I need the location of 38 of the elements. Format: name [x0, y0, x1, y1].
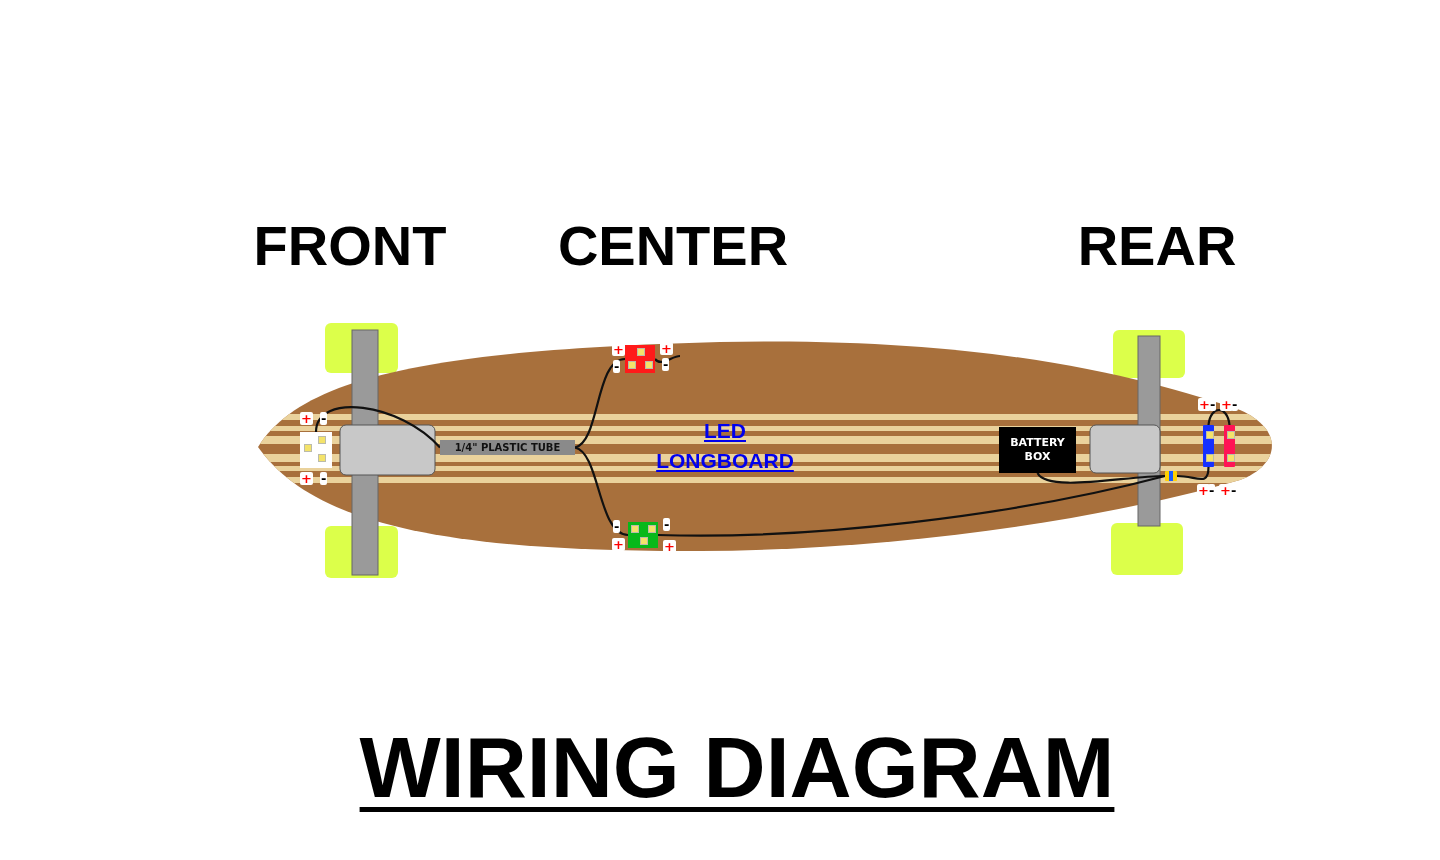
- section-heading: FRONT: [253, 213, 447, 279]
- tube-label: 1/4" PLASTIC TUBE: [440, 440, 575, 455]
- led-light: [628, 522, 658, 548]
- wire-connector: [1165, 471, 1177, 481]
- plus-sign: +: [1197, 484, 1210, 497]
- minus-sign: -: [662, 358, 670, 371]
- wire: [314, 406, 441, 449]
- wire: [654, 354, 681, 363]
- section-heading: CENTER: [557, 213, 789, 279]
- board-title: LED LONGBOARD: [655, 418, 795, 475]
- minus-sign: -: [613, 520, 621, 533]
- minus-sign: -: [613, 360, 621, 373]
- wire: [574, 357, 626, 449]
- plus-sign: +: [612, 343, 625, 356]
- wire: [658, 474, 1166, 537]
- wire: [574, 446, 629, 537]
- plus-sign: +: [663, 540, 676, 553]
- minus-sign: -: [1209, 398, 1217, 411]
- plus-sign: +: [1219, 484, 1232, 497]
- minus-sign: -: [663, 518, 671, 531]
- minus-sign: -: [320, 472, 328, 485]
- diagram-title: WIRING DIAGRAM: [359, 718, 1115, 817]
- plus-sign: +: [660, 342, 673, 355]
- plus-sign: +: [612, 538, 625, 551]
- plus-sign: +: [300, 412, 313, 425]
- wire: [1176, 466, 1210, 481]
- plus-sign: +: [1220, 398, 1233, 411]
- led-strip: [1203, 425, 1214, 467]
- plus-sign: +: [1198, 398, 1211, 411]
- wire: [1036, 472, 1166, 484]
- plus-sign: +: [300, 472, 313, 485]
- battery-box: BATTERY BOX: [999, 427, 1076, 473]
- led-light: [300, 432, 332, 468]
- wire: [1207, 408, 1231, 426]
- minus-sign: -: [320, 412, 328, 425]
- section-heading: REAR: [1077, 213, 1237, 279]
- led-strip: [1224, 425, 1235, 467]
- led-light: [625, 345, 655, 373]
